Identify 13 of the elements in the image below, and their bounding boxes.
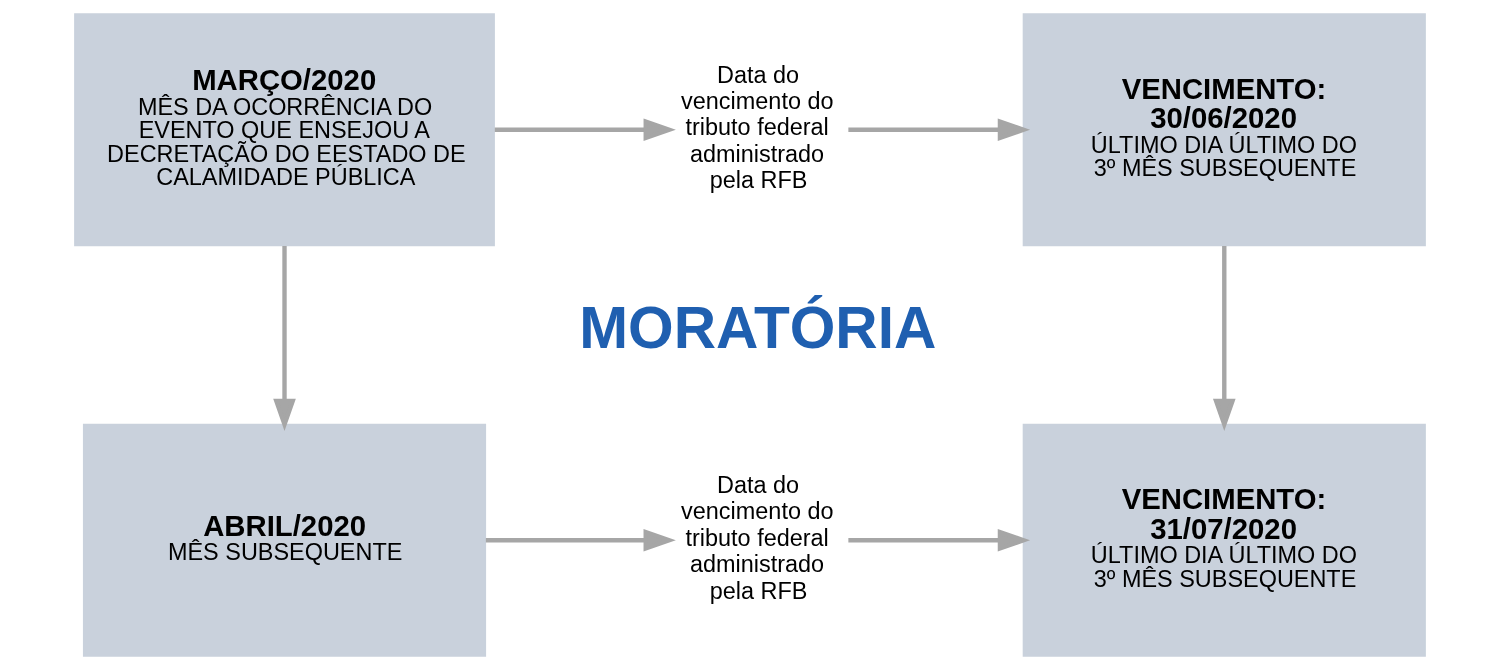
arrow <box>485 528 676 552</box>
arrow <box>273 246 296 432</box>
arrow <box>848 118 1031 142</box>
arrow <box>1212 246 1236 432</box>
arrow <box>848 528 1031 552</box>
node-box: MARÇO/2020 MÊS DA OCORRÊNCIA DO EVENTO QUE ENSEJOU A DECRETAÇÃO DO EESTADO DE CALAMIDADE PÚBLICA <box>74 13 495 247</box>
label: MORATÓRIA <box>579 295 937 361</box>
node-box: ABRIL/2020 MÊS SUBSEQUENTE <box>82 423 487 657</box>
node-text: Data do vencimento do tributo federal administrado pela RFB <box>681 472 834 604</box>
node-box: VENCIMENTO: 30/06/2020 ÚLTIMO DIA ÚLTIMO DO 3º MÊS SUBSEQUENTE <box>1022 13 1426 247</box>
node-text: Data do vencimento do tributo federal administrado pela RFB <box>681 61 834 194</box>
arrow <box>494 118 676 142</box>
node-box: VENCIMENTO: 31/07/2020 ÚLTIMO DIA ÚLTIMO DO 3º MÊS SUBSEQUENTE <box>1022 423 1426 657</box>
